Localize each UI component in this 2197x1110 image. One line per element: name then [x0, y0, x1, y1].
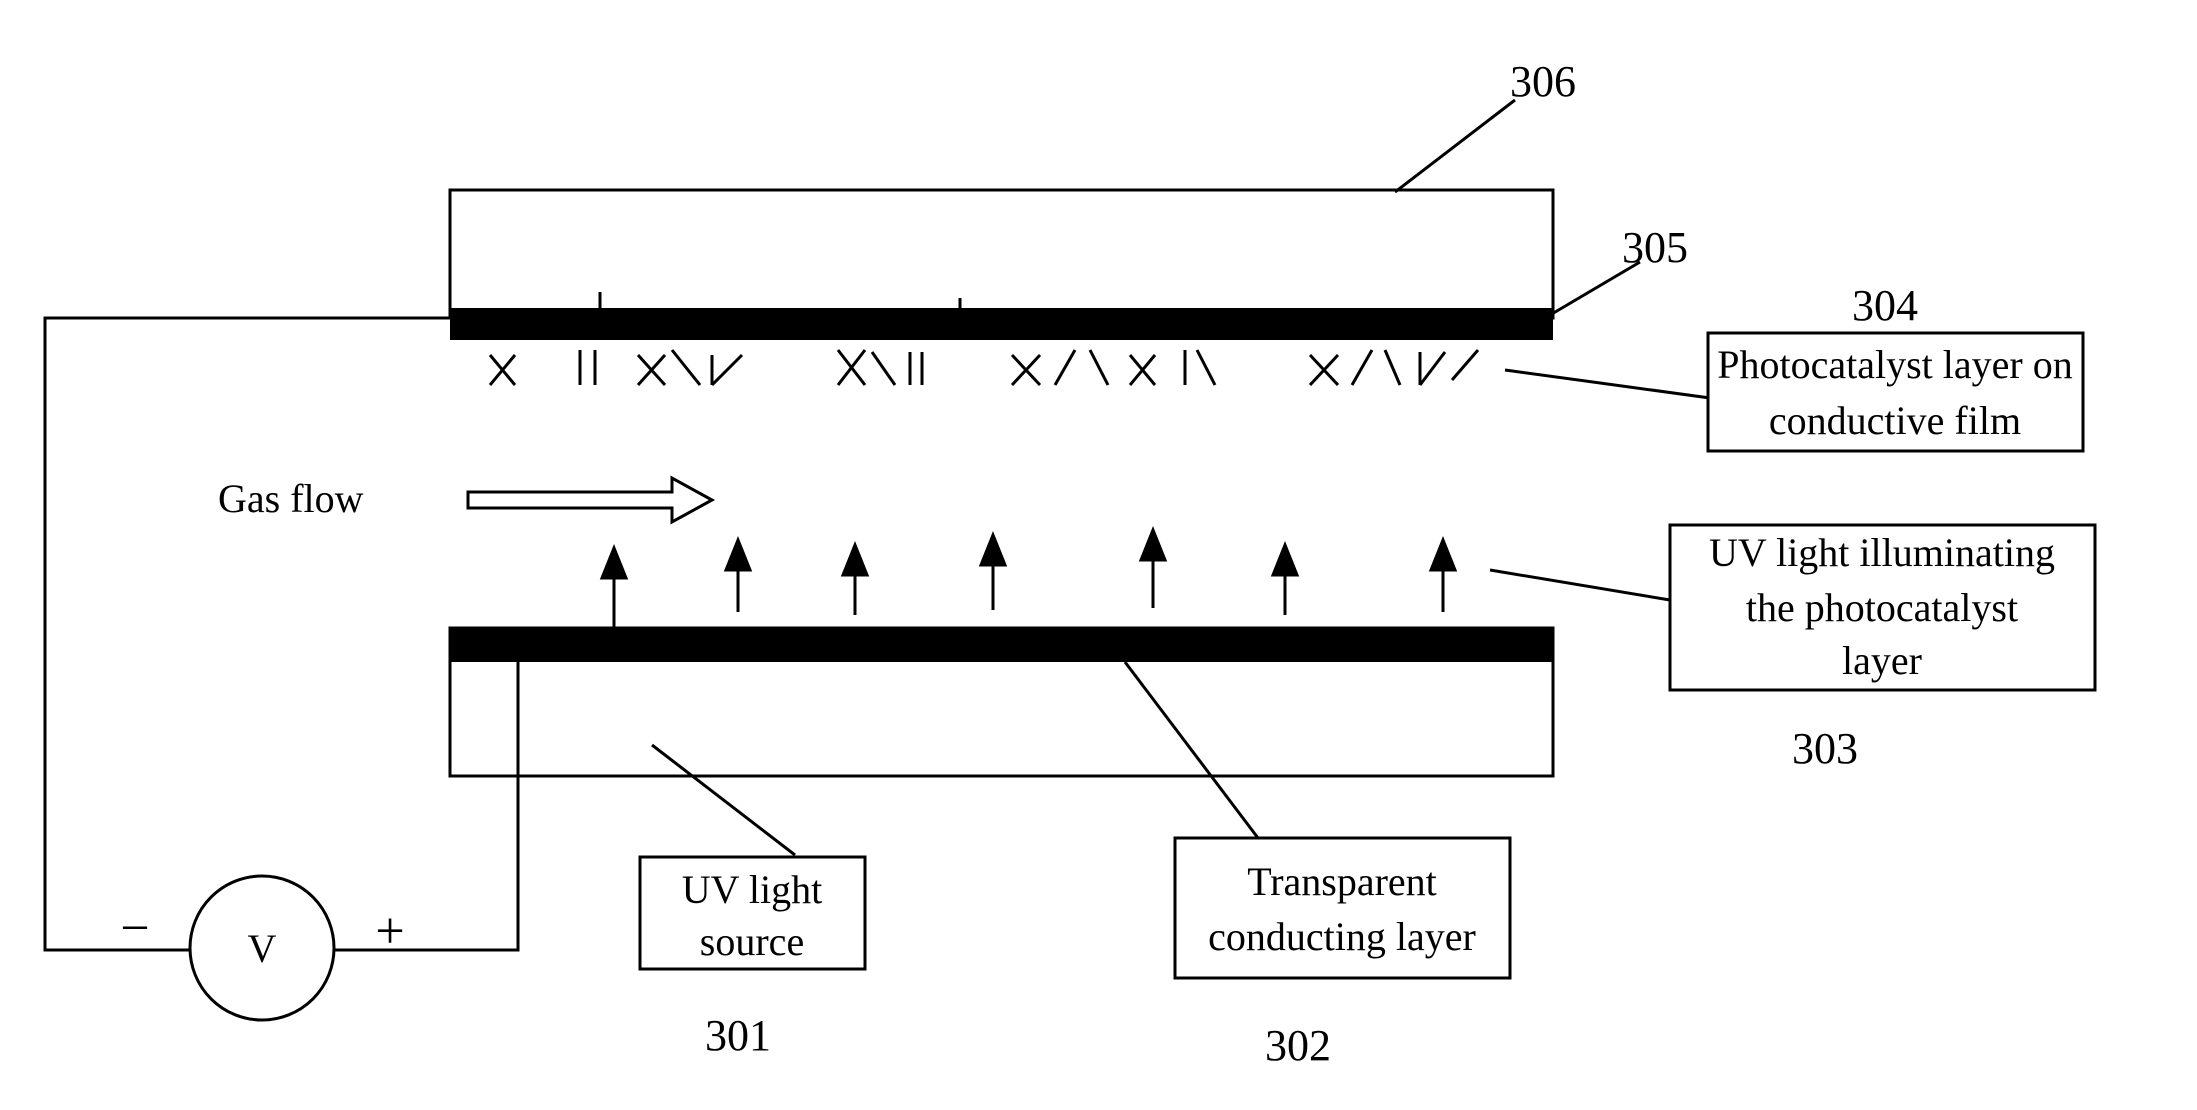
svg-text:the photocatalyst: the photocatalyst [1746, 585, 2018, 630]
gas-flow-label: Gas flow [218, 476, 364, 521]
svg-text:Transparent: Transparent [1247, 859, 1437, 904]
transparent-layer-label-box: Transparent conducting layer [1175, 838, 1510, 978]
ref-302: 302 [1265, 1021, 1331, 1070]
svg-text:conductive film: conductive film [1769, 398, 2021, 443]
ref-304: 304 [1852, 281, 1918, 330]
top-plate [450, 190, 1553, 318]
wire-negative [45, 318, 450, 950]
voltmeter-label: V [248, 926, 277, 971]
leader-302 [1125, 662, 1258, 838]
leader-303 [1490, 570, 1670, 600]
ref-305: 305 [1622, 223, 1688, 272]
transparent-conducting-layer [450, 628, 1553, 662]
ref-306: 306 [1510, 57, 1576, 106]
svg-text:conducting layer: conducting layer [1208, 914, 1476, 959]
svg-text:UV light: UV light [682, 867, 822, 912]
photocatalyst-label-box: Photocatalyst layer on conductive film [1708, 333, 2083, 451]
leader-301 [652, 745, 795, 855]
svg-text:layer: layer [1842, 638, 1922, 683]
photocatalyst-hatching [490, 350, 1478, 385]
gas-flow-arrow [468, 478, 712, 522]
ref-303: 303 [1792, 724, 1858, 773]
svg-text:UV light illuminating: UV light illuminating [1709, 530, 2055, 575]
minus-sign: − [120, 900, 149, 957]
leader-306 [1395, 100, 1515, 192]
conductive-film [450, 308, 1553, 340]
plus-sign: + [375, 903, 404, 960]
svg-text:source: source [700, 919, 804, 964]
uv-illuminating-label-box: UV light illuminating the photocatalyst … [1670, 525, 2095, 690]
leader-304 [1505, 370, 1710, 398]
uv-source-label-box: UV light source [640, 857, 865, 969]
svg-text:Photocatalyst layer on: Photocatalyst layer on [1717, 342, 2072, 387]
ref-301: 301 [705, 1011, 771, 1060]
uv-arrows [602, 530, 1455, 628]
wire-positive [335, 660, 518, 950]
